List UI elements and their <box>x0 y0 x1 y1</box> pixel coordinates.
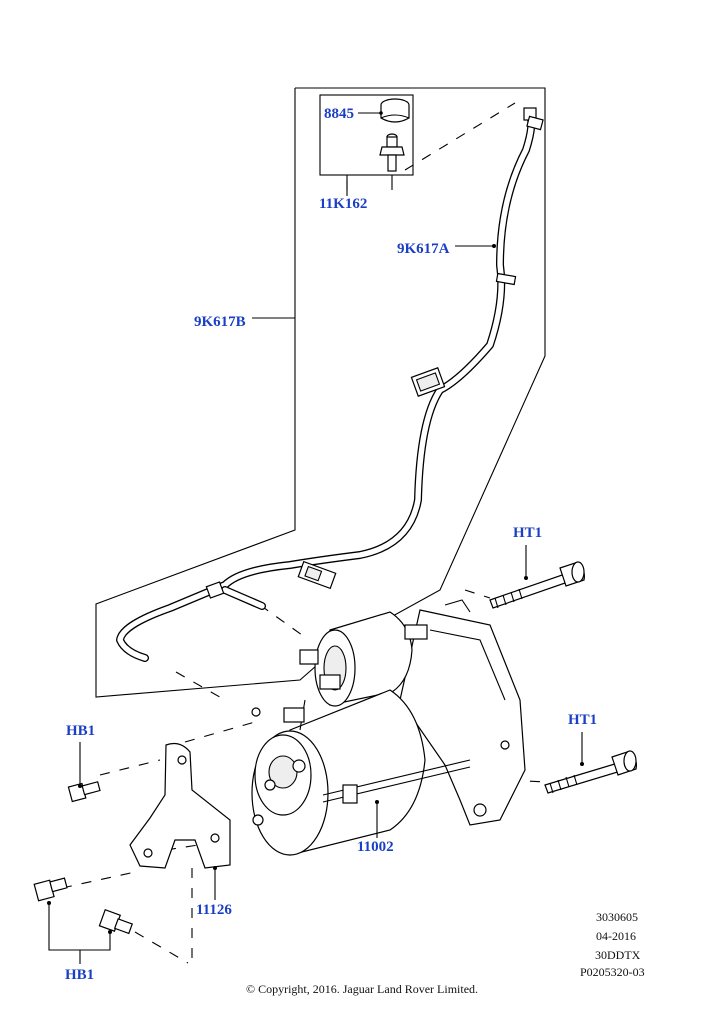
harness-clip-bottom <box>297 560 337 590</box>
bracket-11126-part <box>129 742 231 869</box>
callout-hb1-upper: HB1 <box>66 723 96 739</box>
harness-connector-mid <box>410 367 446 397</box>
meta-line-4: P0205320-03 <box>580 965 645 979</box>
callout-ht1-right: HT1 <box>568 712 598 728</box>
copyright-notice: © Copyright, 2016. Jaguar Land Rover Lim… <box>245 982 479 996</box>
hose-end-top <box>523 107 544 131</box>
bolt-hb1-lower-a-part <box>33 877 68 902</box>
harness-group-border <box>95 87 546 698</box>
callout-9k617a: 9K617A <box>397 241 450 257</box>
bolt-ht1-right-part <box>544 750 637 794</box>
callout-hb1-lower: HB1 <box>65 967 95 983</box>
callout-9k617b: 9K617B <box>194 314 246 330</box>
meta-line-3: 30DDTX <box>595 948 641 962</box>
callout-ht1-top: HT1 <box>513 525 543 541</box>
callout-8845: 8845 <box>324 106 354 122</box>
callout-11k162: 11K162 <box>319 196 368 212</box>
bolt-11k162-part <box>379 133 405 172</box>
cap-8845-part <box>380 98 410 123</box>
bolt-hb1-upper-part <box>67 781 101 803</box>
bolt-ht1-top-part <box>489 561 585 609</box>
callout-11126: 11126 <box>196 902 232 918</box>
meta-line-1: 3030605 <box>596 910 638 924</box>
bolt-hb1-lower-b-part <box>98 908 133 935</box>
callout-11002: 11002 <box>357 839 394 855</box>
starter-motor-11002-part <box>251 599 526 856</box>
inset-box-8845 <box>319 94 414 176</box>
meta-line-2: 04-2016 <box>596 929 636 943</box>
